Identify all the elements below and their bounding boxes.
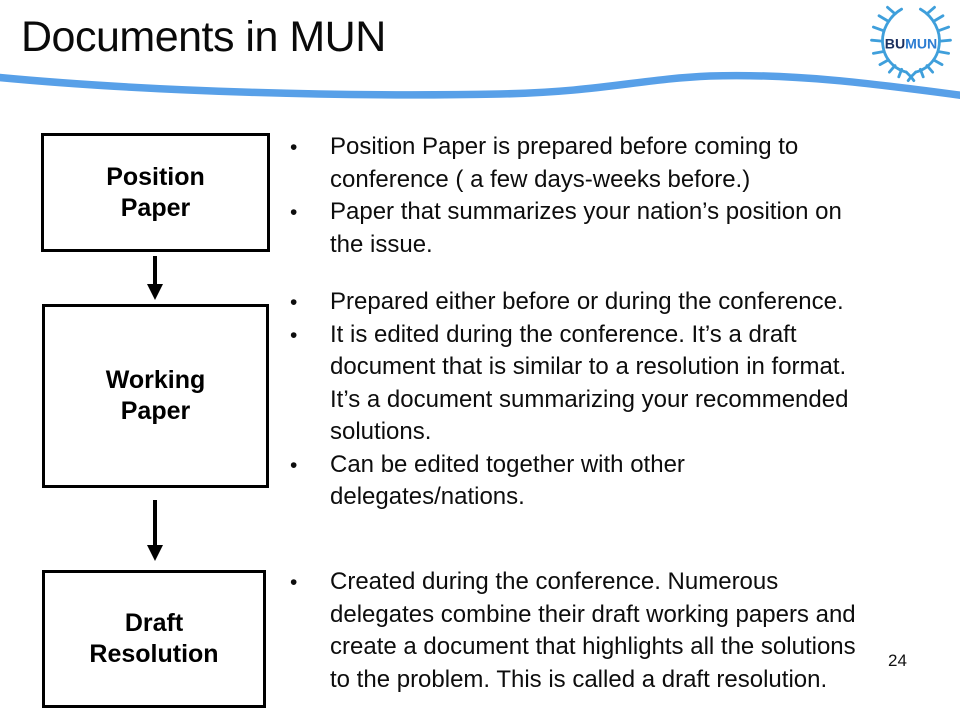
bullet-item: • Can be edited together with other deleg… [284, 449, 848, 514]
bullet-item: • It is edited during the conference. It’… [284, 319, 848, 449]
logo-text-bu: BU [885, 36, 905, 52]
logo-text: BUMUN [885, 36, 937, 52]
bullet-dot-icon: • [290, 201, 298, 224]
bumun-logo: BUMUN [870, 5, 952, 83]
flowchart-box-draft-resolution: Draft Resolution [42, 570, 266, 708]
position-paper-bullet-list: • Position Paper is prepared before comin… [284, 131, 842, 261]
bullet-dot-icon: • [290, 571, 298, 594]
bullet-dot-icon: • [290, 453, 298, 477]
bullet-item: • Position Paper is prepared before comin… [284, 131, 842, 196]
box-label-line: Paper [120, 397, 191, 425]
bullet-text: Prepared either before or during the con… [330, 288, 844, 315]
flowchart-box-working-paper: Working Paper [42, 304, 269, 488]
box-label-line: Resolution [89, 640, 219, 668]
bullet-item: • Paper that summarizes your nation’s pos… [284, 196, 842, 261]
box-label-line: Working [105, 366, 206, 394]
logo-text-mun: MUN [905, 36, 937, 52]
bullet-dot-icon: • [290, 136, 298, 159]
bullet-text: It is edited during the conference. It’s… [330, 320, 849, 446]
bullet-text: Paper that summarizes your nation’s posi… [330, 198, 842, 258]
slide-page-number: 24 [888, 651, 907, 670]
bullet-text: Can be edited together with other delega… [330, 450, 685, 511]
box-label-line: Position [106, 162, 205, 191]
bullet-item: • Created during the conference. Numerous… [284, 566, 856, 696]
bullet-dot-icon: • [290, 291, 298, 314]
bullet-text: Created during the conference. Numerous … [330, 568, 856, 693]
draft-resolution-bullet-list: • Created during the conference. Numerous… [284, 566, 856, 696]
flow-arrow-down-1 [147, 256, 163, 300]
flow-arrow-down-2 [147, 500, 163, 561]
page-title: Documents in MUN [21, 13, 386, 61]
bullet-dot-icon: • [290, 323, 298, 347]
flowchart-box-position-paper: Position Paper [41, 133, 270, 252]
box-label-line: Paper [120, 193, 191, 222]
working-paper-bullet-list: • Prepared either before or during the co… [284, 286, 848, 514]
bullet-item: • Prepared either before or during the co… [284, 286, 848, 319]
box-label-line: Draft [124, 609, 184, 637]
laurel-wreath-icon [870, 5, 952, 83]
bullet-text: Position Paper is prepared before coming… [330, 133, 799, 193]
